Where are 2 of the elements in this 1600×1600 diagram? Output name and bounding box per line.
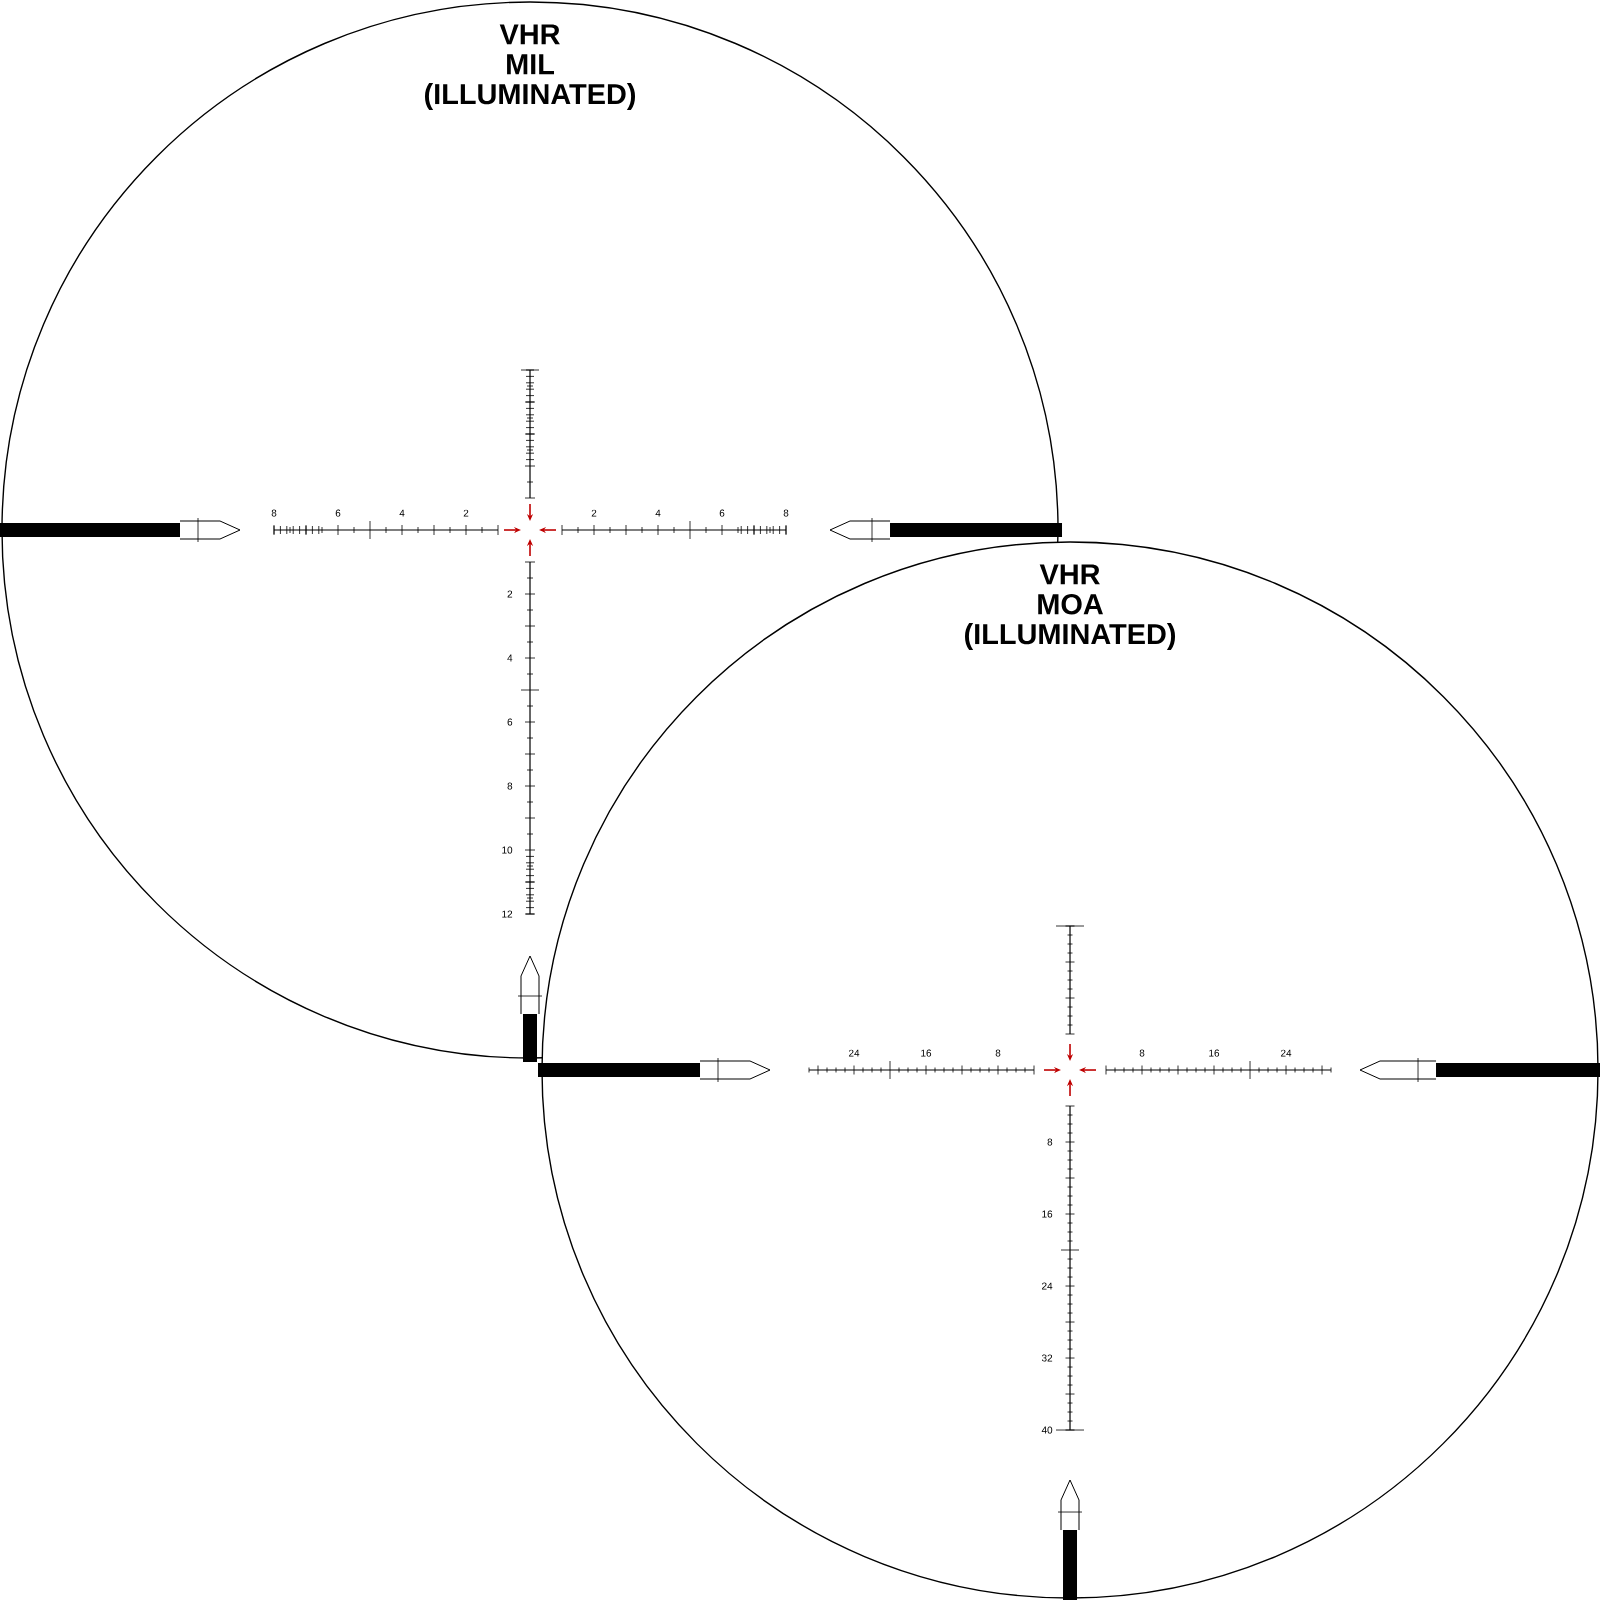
reticle-title: VHR MIL (ILLUMINATED) xyxy=(425,24,636,111)
reticle-title: VHR MOA (ILLUMINATED) xyxy=(965,564,1176,651)
